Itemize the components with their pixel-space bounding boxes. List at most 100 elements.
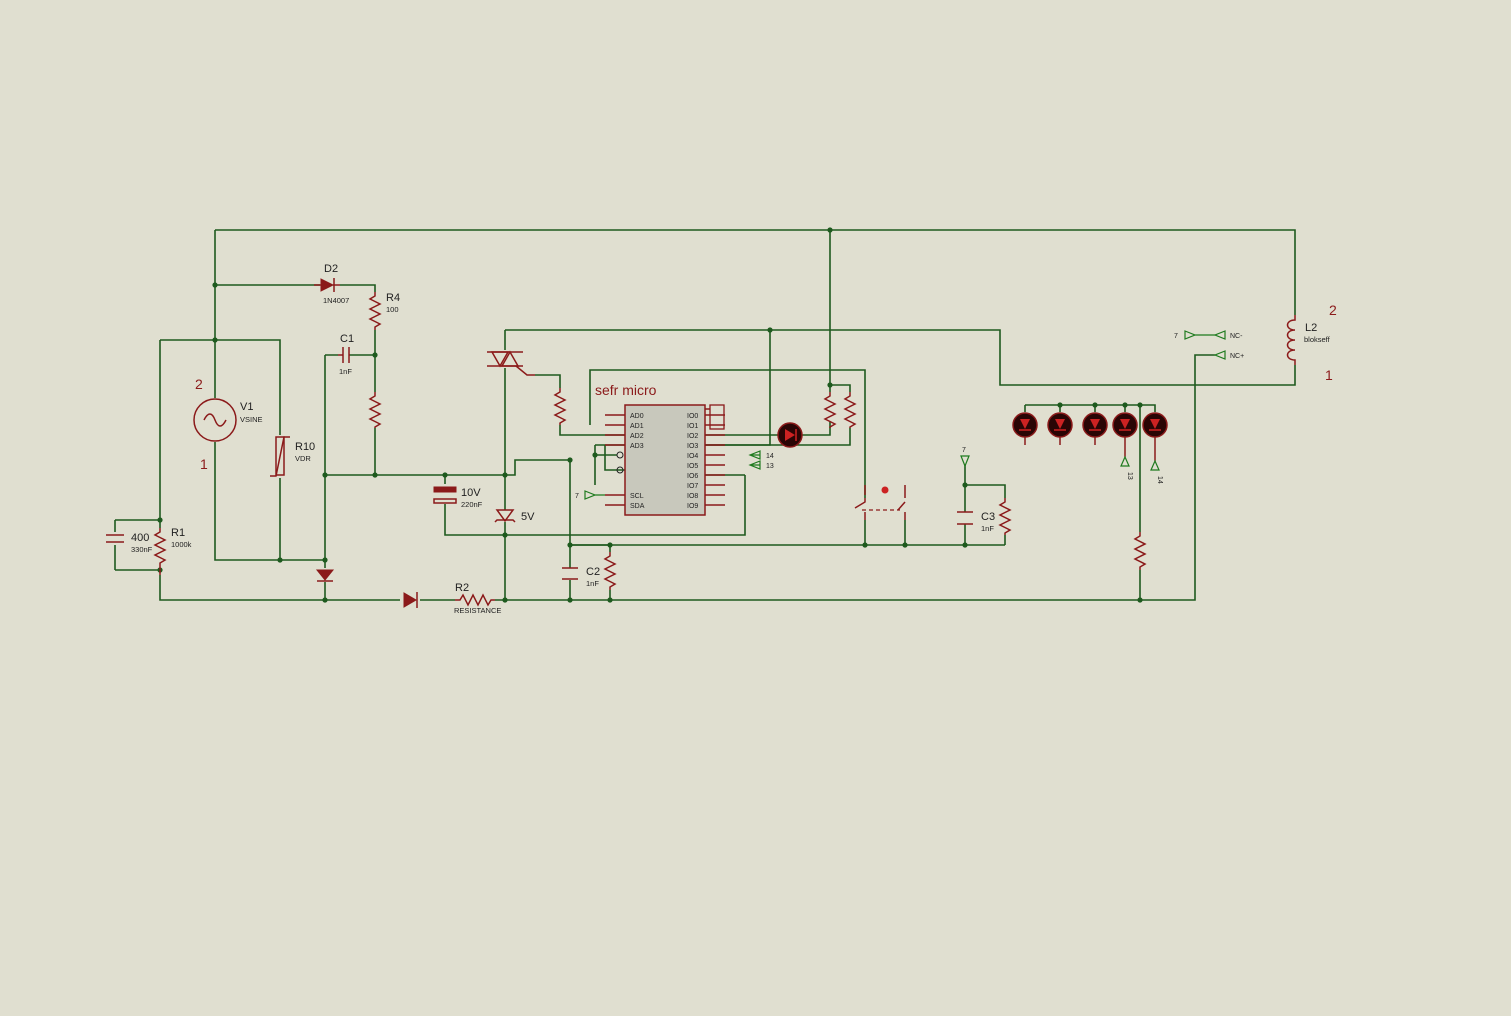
micro-pin-io6: IO6 [687,473,698,480]
led-1[interactable] [1012,412,1038,445]
c1-ref: C1 [340,333,354,345]
micro-pin-io7: IO7 [687,483,698,490]
led-5[interactable] [1142,412,1168,461]
resistor-gate[interactable] [553,388,567,425]
z10v-ref: 10V [461,487,481,499]
v1-pin-top: 2 [195,376,203,392]
r10-ref: R10 [295,441,315,453]
terminal-nc-minus[interactable]: NC- [1213,330,1243,340]
led-bank [1012,412,1168,461]
v1-value: VSINE [240,415,263,424]
capacitor-10v[interactable]: 10V 220nF [433,486,483,509]
z10v-value: 220nF [461,500,483,509]
c3-ref: C3 [981,511,995,523]
c2-value: 1nF [586,579,599,588]
micro-pin-ad0: AD0 [630,413,644,420]
micro-pin-io2: IO2 [687,433,698,440]
z5v-ref: 5V [521,511,535,523]
varistor-r10[interactable]: R10 VDR [270,436,315,477]
resistor-led-pulldown[interactable] [1133,532,1147,570]
terminal-relay-7[interactable]: 7 [1174,330,1215,340]
r2-ref: R2 [455,582,469,594]
resistor-r4[interactable]: R4 100 [368,292,400,330]
diode-bridge[interactable] [315,569,335,582]
micro-pin-io4: IO4 [687,453,698,460]
micro-pin-io8: IO8 [687,493,698,500]
terminal-led-14[interactable]: 14 [1150,459,1163,484]
r2-value: RESISTANCE [454,606,501,615]
nc-plus-label: NC+ [1230,353,1244,360]
source-v1[interactable]: V1 VSINE 2 1 [193,376,263,472]
micro-sefr[interactable]: sefr micro AD0 AD1 AD2 AD3 SCL SDA IO0 I… [595,382,725,516]
led-2[interactable] [1047,412,1073,445]
micro-title: sefr micro [595,382,657,398]
terminal-relay-7-label: 7 [1174,333,1178,340]
micro-pin-io9: IO9 [687,503,698,510]
r1-value: 1000k [171,540,192,549]
r4-ref: R4 [386,292,400,304]
micro-pin-io1: IO1 [687,423,698,430]
led-indicator[interactable] [777,422,803,448]
c400-value: 330nF [131,545,153,554]
terminal-scl[interactable]: 7 [575,490,605,500]
diode-series[interactable] [403,592,418,608]
zener-5v[interactable]: 5V [494,509,535,523]
l2-value: blokseff [1304,335,1331,344]
capacitor-400[interactable]: 400 330nF [106,532,153,554]
micro-pin-ad1: AD1 [630,423,644,430]
terminal-led-13[interactable]: 13 [1120,455,1133,480]
triac[interactable] [487,350,535,376]
r10-value: VDR [295,454,311,463]
terminal-c3-label: 7 [962,447,966,454]
r4-value: 100 [386,305,399,314]
switch-dpdt[interactable] [854,485,906,520]
c1-value: 1nF [339,367,352,376]
led-3[interactable] [1082,412,1108,445]
resistor-led-b[interactable] [843,392,857,428]
terminal-nc-plus[interactable]: NC+ [1213,350,1244,360]
r1-ref: R1 [171,527,185,539]
junctions [157,227,1143,603]
terminal-led-13-label: 13 [1126,472,1133,480]
terminal-io4[interactable]: 14 [748,450,774,460]
diode-d2[interactable]: D2 1N4007 [314,263,349,305]
micro-pin-io0: IO0 [687,413,698,420]
micro-pin-ad2: AD2 [630,433,644,440]
terminal-io5-label: 13 [766,463,774,470]
v1-ref: V1 [240,401,253,413]
micro-pin-io3: IO3 [687,443,698,450]
micro-pin-scl: SCL [630,493,644,500]
nc-minus-label: NC- [1230,333,1243,340]
inductor-l2[interactable]: L2 blokseff 2 1 [1286,302,1338,383]
c400-ref: 400 [131,532,149,544]
micro-pin-io5: IO5 [687,463,698,470]
wires [114,229,1296,601]
capacitor-c1[interactable]: C1 1nF [338,333,354,376]
terminal-c3[interactable]: 7 [960,447,970,468]
capacitor-c3[interactable]: C3 1nF [957,511,995,533]
micro-pin-sda: SDA [630,503,645,510]
resistor-r4-lower[interactable] [368,392,382,428]
resistor-c3-parallel[interactable] [998,498,1012,535]
led-4[interactable] [1112,412,1138,457]
resistor-r2[interactable]: R2 RESISTANCE [454,582,501,615]
terminal-io4-label: 14 [766,453,774,460]
l2-ref: L2 [1305,322,1317,334]
terminal-io5[interactable]: 13 [748,460,774,470]
v1-pin-bottom: 1 [200,456,208,472]
resistor-c2-parallel[interactable] [603,552,617,590]
capacitor-c2[interactable]: C2 1nF [562,566,600,588]
d2-ref: D2 [324,263,338,275]
l2-pin-top: 2 [1329,302,1337,318]
test-points[interactable] [616,451,624,474]
d2-value: 1N4007 [323,296,349,305]
terminal-scl-label: 7 [575,493,579,500]
micro-pin-ad3: AD3 [630,443,644,450]
resistor-led-a[interactable] [823,392,837,428]
c2-ref: C2 [586,566,600,578]
resistor-r1[interactable]: R1 1000k [153,527,192,575]
micro-right-pin-lines [705,414,725,506]
terminal-led-14-label: 14 [1156,476,1163,484]
c3-value: 1nF [981,524,994,533]
